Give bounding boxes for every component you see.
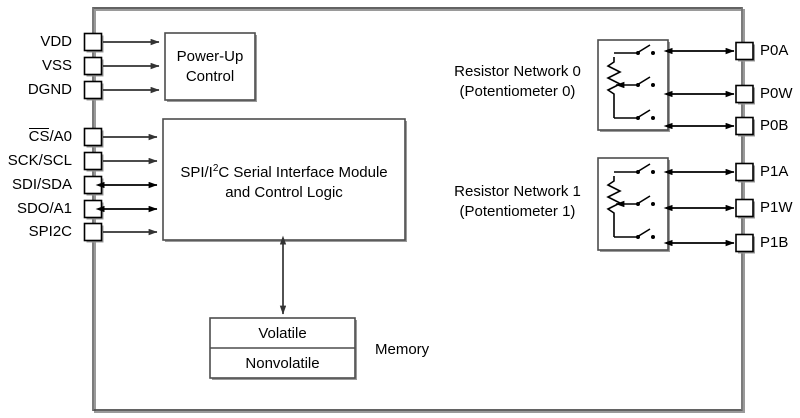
memory-block (209, 317, 357, 380)
pin-label-spi2c: SPI2C (28, 223, 72, 240)
pin-pad-p1b[interactable] (735, 233, 755, 254)
pin-pad-cs-a0[interactable] (83, 127, 104, 148)
pin-label-p1a: P1A (760, 163, 789, 180)
power-up-control-line2: Control (185, 68, 235, 85)
pin-pad-p0b[interactable] (735, 116, 755, 137)
pin-pad-p1a[interactable] (735, 162, 755, 183)
pin-label-p1w: P1W (760, 199, 793, 216)
pin-label-cs-a0: CS/A0 (0, 128, 72, 145)
pin-pad-p0a[interactable] (735, 41, 755, 62)
serial-interface-suffix: C Serial Interface Module (218, 164, 388, 181)
pin-label-p0b: P0B (760, 117, 789, 134)
resistor-network-0-line2: (Potentiometer 0) (459, 83, 576, 100)
pin-pad-sck-scl[interactable] (83, 151, 104, 172)
pin-label-vdd: VDD (40, 33, 72, 50)
resistor-network-1-line2: (Potentiometer 1) (459, 203, 576, 220)
pin-label-vss: VSS (41, 57, 72, 74)
pin-pad-dgnd[interactable] (83, 80, 104, 101)
pin-label-p1b: P1B (760, 234, 789, 251)
pin-label-cs-plain-part: /A0 (49, 128, 72, 145)
pin-label-sdo-a1: SDO/A1 (16, 200, 72, 217)
serial-interface-prefix: SPI/I (180, 164, 213, 181)
serial-interface-line1: SPI/I2C Serial Interface Module (163, 163, 405, 182)
pin-pad-sdi-sda[interactable] (83, 175, 104, 196)
pin-label-dgnd: DGND (27, 81, 72, 98)
resistor-network-0-line1: Resistor Network 0 (454, 63, 581, 80)
pin-pad-spi2c[interactable] (83, 222, 104, 243)
pin-pad-p1w[interactable] (735, 198, 755, 219)
serial-interface-line2: and Control Logic (225, 184, 343, 201)
memory-label: Memory (375, 341, 430, 358)
pin-label-p0a: P0A (760, 42, 789, 59)
pin-pad-vss[interactable] (83, 56, 104, 77)
pin-pad-p0w[interactable] (735, 84, 755, 105)
resistor-network-1-line1: Resistor Network 1 (454, 183, 581, 200)
serial-interface-superscript: 2 (212, 163, 219, 174)
pin-label-sck-scl: SCK/SCL (7, 152, 72, 169)
pin-label-sdi-sda: SDI/SDA (11, 176, 72, 193)
pin-label-p0w: P0W (760, 85, 793, 102)
pin-label-cs-overbar-part: CS (28, 128, 50, 145)
pin-pad-sdo-a1[interactable] (83, 199, 104, 220)
power-up-control-line1: Power-Up (176, 48, 244, 65)
serial-interface-block (162, 118, 407, 242)
resistor-network-0-internals (606, 44, 655, 120)
memory-volatile-label: Volatile (258, 325, 307, 342)
pin-pad-vdd[interactable] (83, 32, 104, 53)
power-up-control-block (164, 32, 257, 102)
memory-nonvolatile-label: Nonvolatile (245, 355, 320, 372)
resistor-network-1-internals (606, 163, 655, 239)
